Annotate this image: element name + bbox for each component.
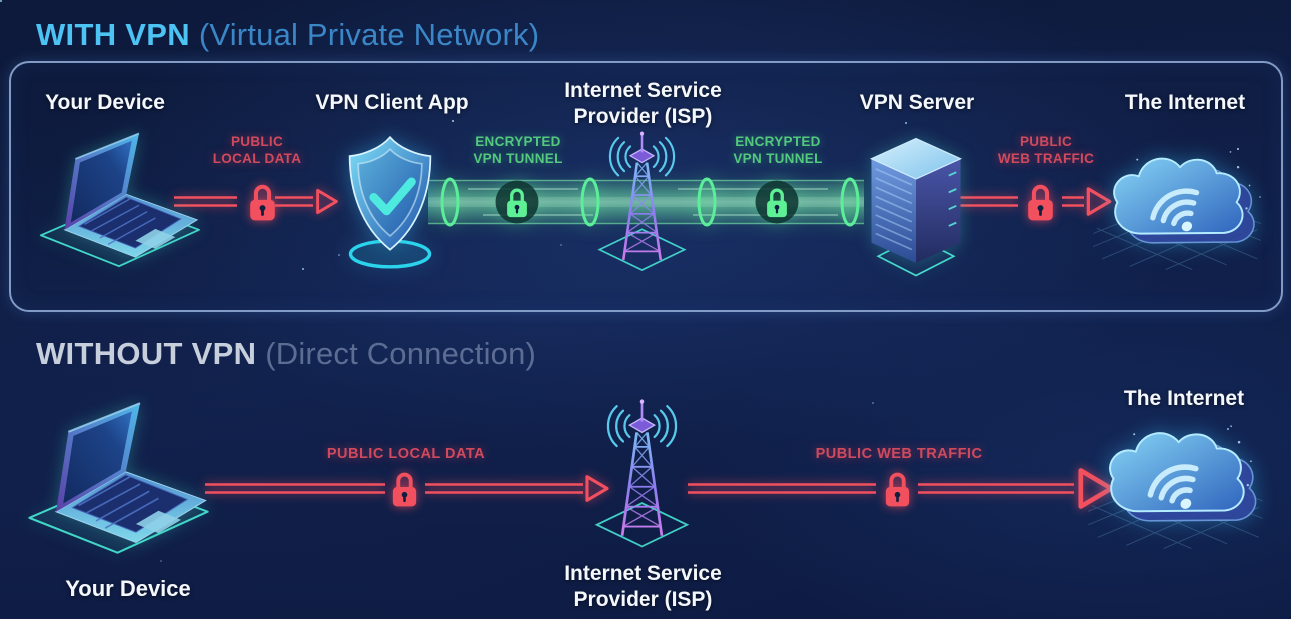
label-the-internet-bottom: The Internet (1123, 387, 1245, 410)
padlock-icon (883, 472, 912, 508)
background-sparkles (0, 0, 2, 2)
label-isp-top-line2: Provider (ISP) (573, 105, 713, 128)
without-vpn-title-main: WITHOUT VPN (36, 336, 257, 371)
padlock-icon (1028, 187, 1053, 221)
label-the-internet-top: The Internet (1124, 91, 1246, 114)
label-public-local-line1: PUBLIC (230, 134, 284, 149)
radio-tower-icon (574, 398, 710, 561)
label-public-local-data-bottom: PUBLIC LOCAL DATA (326, 446, 486, 462)
cloud-wifi-icon (1088, 412, 1263, 551)
connector-isp-to-internet (688, 462, 1120, 515)
without-vpn-title-subtitle: (Direct Connection) (265, 336, 537, 371)
padlock-icon (390, 472, 419, 508)
connector-device-to-isp (205, 472, 609, 508)
server-rack-icon (869, 137, 963, 277)
label-isp-top: Internet Service Provider (ISP) (564, 78, 722, 130)
label-your-device-bottom: Your Device (65, 576, 191, 601)
label-encrypted-2-line2: VPN TUNNEL (733, 151, 823, 166)
without-vpn-title: WITHOUT VPN (Direct Connection) (36, 336, 536, 372)
label-encrypted-1-line1: ENCRYPTED (475, 134, 561, 149)
laptop-icon (15, 397, 220, 566)
connector-server-to-internet (958, 178, 1112, 225)
padlock-icon (250, 187, 275, 221)
label-encrypted-tunnel-1: ENCRYPTED VPN TUNNEL (473, 133, 562, 167)
label-isp-bottom-line2: Provider (ISP) (573, 588, 713, 611)
label-public-web-traffic-bottom: PUBLIC WEB TRAFFIC (815, 446, 983, 462)
with-vpn-panel (9, 61, 1283, 312)
label-isp-bottom-line1: Internet Service (564, 562, 722, 585)
with-vpn-title-main: WITH VPN (36, 17, 190, 52)
label-encrypted-2-line1: ENCRYPTED (735, 134, 821, 149)
connector-device-to-client (174, 178, 338, 225)
label-public-web-line1: PUBLIC (1019, 134, 1073, 149)
label-isp-bottom: Internet Service Provider (ISP) (564, 561, 722, 613)
label-public-local-line2: LOCAL DATA (212, 151, 302, 166)
label-vpn-client-app: VPN Client App (315, 91, 469, 114)
cloud-wifi-icon (1093, 138, 1261, 272)
shield-check-icon (348, 135, 432, 269)
label-public-web-traffic-top: PUBLIC WEB TRAFFIC (998, 133, 1094, 167)
laptop-icon (28, 128, 210, 278)
radio-tower-icon (578, 130, 706, 284)
label-encrypted-tunnel-2: ENCRYPTED VPN TUNNEL (733, 133, 822, 167)
label-public-local-data-top: PUBLIC LOCAL DATA (213, 133, 302, 167)
label-vpn-server: VPN Server (859, 91, 975, 114)
with-vpn-title: WITH VPN (Virtual Private Network) (36, 17, 539, 53)
with-vpn-title-subtitle: (Virtual Private Network) (198, 17, 540, 52)
label-public-web-line2: WEB TRAFFIC (997, 151, 1095, 166)
label-encrypted-1-line2: VPN TUNNEL (473, 151, 563, 166)
label-isp-top-line1: Internet Service (564, 79, 722, 102)
label-your-device-top: Your Device (45, 91, 165, 114)
